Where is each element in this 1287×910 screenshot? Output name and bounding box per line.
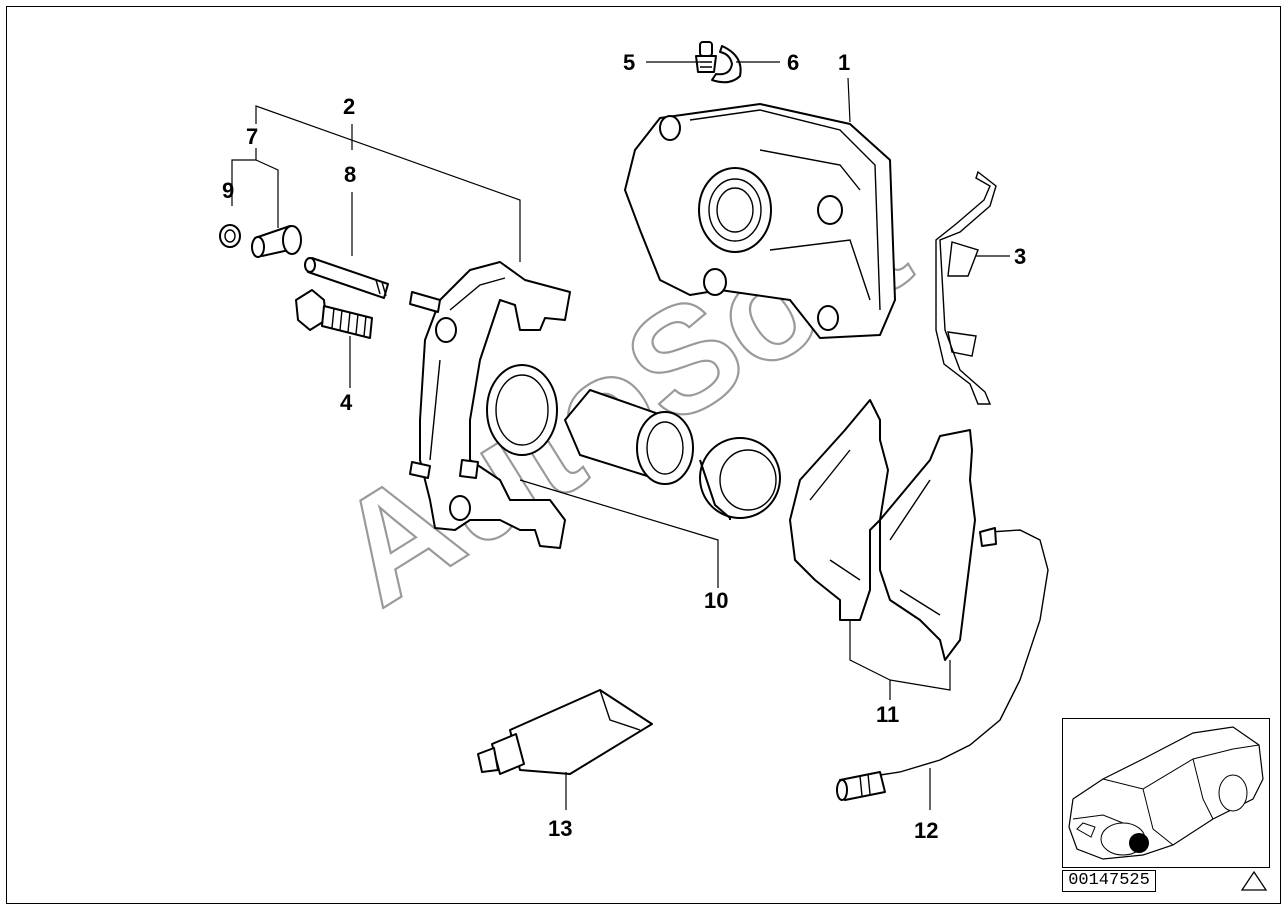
leader-lines: [231, 61, 1010, 810]
callout-3: 3: [1014, 244, 1026, 269]
callout-8: 8: [344, 162, 356, 187]
callout-13: 13: [548, 816, 572, 841]
callout-6: 6: [787, 50, 799, 75]
callout-11: 11: [876, 702, 899, 727]
callout-2: 2: [343, 94, 355, 119]
piston-kit-icon: [486, 364, 781, 520]
car-location-inset: [1062, 718, 1270, 868]
callout-9: 9: [222, 178, 234, 203]
callout-12: 12: [914, 818, 938, 843]
callout-1: 1: [838, 50, 850, 75]
brake-pad-icon: [789, 399, 976, 661]
bleed-screw-icon: [695, 41, 742, 84]
grease-tube-icon: [477, 689, 653, 775]
brake-caliper-icon: [624, 103, 896, 339]
guide-pin-icon: [304, 257, 389, 299]
callout-5: 5: [623, 50, 635, 75]
reference-number: 00147525: [1062, 870, 1156, 892]
guide-sleeve-icon: [219, 224, 302, 258]
callout-7: 7: [246, 124, 258, 149]
callout-10: 10: [704, 588, 728, 613]
warning-triangle-icon: [1240, 870, 1268, 891]
anti-rattle-spring-icon: [935, 170, 997, 405]
diagram-frame: [6, 6, 1281, 904]
highlight-marker: [1129, 833, 1149, 853]
callout-4: 4: [340, 390, 353, 415]
hex-bolt-icon: [295, 289, 373, 339]
caliper-carrier-icon: [409, 261, 571, 549]
wear-sensor-icon: [836, 527, 1049, 801]
car-location-icon: [1068, 726, 1264, 860]
